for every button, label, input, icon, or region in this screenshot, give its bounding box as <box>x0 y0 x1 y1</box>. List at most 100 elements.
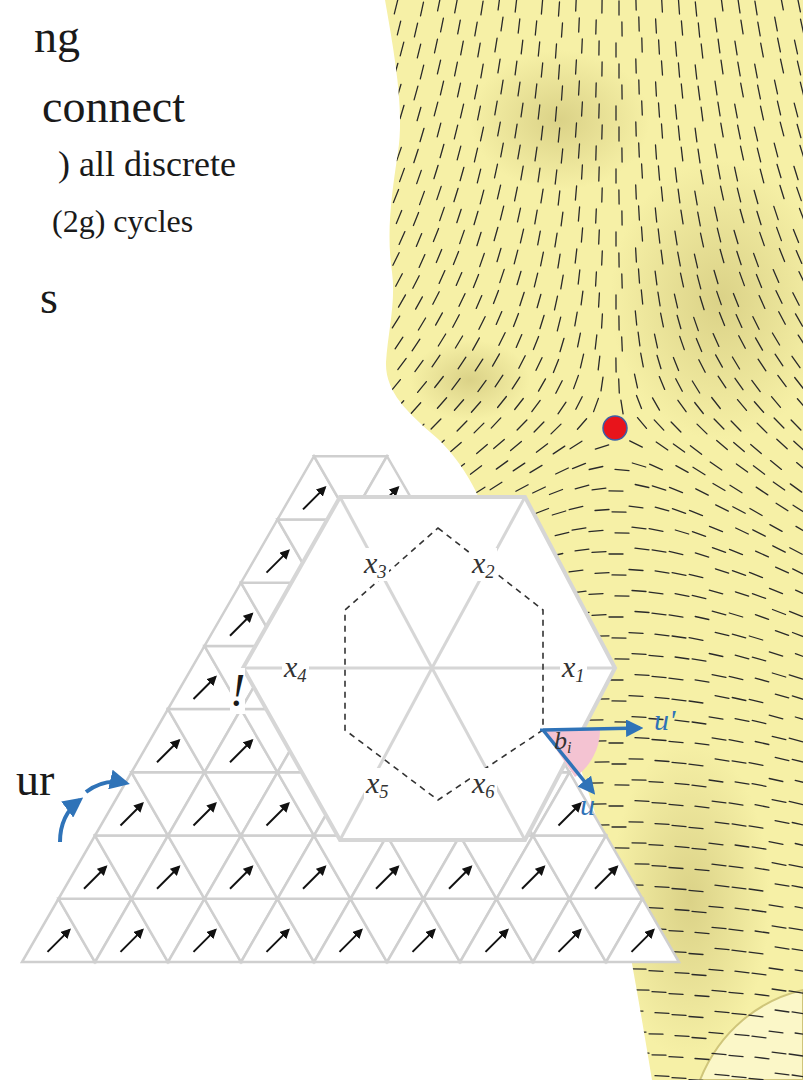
field-dash <box>740 209 744 222</box>
field-dash <box>662 61 663 75</box>
field-dash <box>455 0 458 13</box>
field-dash <box>495 375 503 387</box>
direction-arrow <box>157 867 179 889</box>
field-dash <box>472 1057 486 1058</box>
field-dash <box>752 784 766 787</box>
field-dash <box>695 553 708 557</box>
field-dash <box>655 823 669 825</box>
field-dash <box>769 842 783 845</box>
field-dash <box>618 1 619 15</box>
field-dash <box>713 484 725 491</box>
field-dash <box>792 823 803 826</box>
direction-arrow <box>376 867 398 889</box>
field-dash <box>775 821 789 824</box>
slide-text: connect <box>42 84 185 130</box>
field-dash <box>609 553 623 554</box>
field-dash <box>672 1014 686 1016</box>
field-dash <box>780 122 784 136</box>
field-dash <box>575 485 589 489</box>
field-dash <box>396 211 401 224</box>
field-dash <box>755 678 769 682</box>
field-dash <box>460 167 464 180</box>
direction-arrow <box>194 804 216 826</box>
field-dash <box>695 996 709 997</box>
field-dash <box>536 509 549 514</box>
field-dash <box>412 995 426 997</box>
field-dash <box>698 149 700 163</box>
field-dash <box>712 675 726 678</box>
field-dash <box>374 103 378 116</box>
field-dash <box>695 2 696 16</box>
field-dash <box>453 315 460 327</box>
field-dash <box>695 128 697 142</box>
field-dash <box>736 528 749 534</box>
field-dash <box>729 803 743 805</box>
field-dash <box>372 293 379 305</box>
field-dash <box>641 353 644 367</box>
field-dash <box>394 0 397 14</box>
field-dash <box>635 311 636 325</box>
field-dash <box>497 248 501 261</box>
field-dash <box>375 378 384 389</box>
field-dash <box>772 397 781 408</box>
direction-arrow <box>194 930 216 952</box>
field-dash <box>675 168 677 182</box>
field-dash <box>789 675 802 679</box>
field-dash <box>655 886 669 888</box>
field-dash <box>452 971 466 973</box>
field-dash <box>559 65 560 79</box>
field-dash <box>773 482 784 490</box>
field-dash <box>750 572 763 577</box>
field-dash <box>632 968 646 970</box>
field-dash <box>792 356 800 367</box>
field-dash <box>672 762 686 763</box>
field-dash <box>779 312 786 324</box>
field-dash <box>494 227 498 240</box>
field-dash <box>672 573 686 576</box>
field-dash <box>635 485 649 488</box>
field-dash <box>389 1077 403 1079</box>
field-dash <box>555 233 557 247</box>
field-dash <box>397 84 401 97</box>
field-dash <box>775 1010 789 1012</box>
field-dash <box>777 101 780 115</box>
field-dash <box>454 125 457 139</box>
field-dash <box>529 1036 543 1037</box>
field-dash <box>378 335 386 347</box>
field-dash <box>521 166 523 180</box>
rotation-arrow <box>86 782 126 792</box>
field-dash <box>792 949 803 951</box>
field-dash <box>735 378 743 389</box>
field-dash <box>601 125 603 139</box>
field-dash <box>539 379 546 391</box>
field-dash <box>669 1056 683 1058</box>
field-dash <box>389 1014 403 1016</box>
field-dash <box>772 800 786 803</box>
field-dash <box>499 333 505 346</box>
field-dash <box>415 360 423 371</box>
field-dash <box>776 567 789 573</box>
field-dash <box>795 780 803 783</box>
field-dash <box>779 249 784 262</box>
field-dash <box>778 375 786 386</box>
field-dash <box>694 254 697 268</box>
field-dash <box>656 145 657 159</box>
field-dash <box>676 466 688 473</box>
field-dash <box>380 82 384 95</box>
field-dash <box>697 424 707 434</box>
field-dash <box>435 377 444 388</box>
field-dash <box>679 0 680 14</box>
field-dash <box>572 528 586 530</box>
field-dash <box>681 147 683 161</box>
field-dash <box>509 1012 523 1013</box>
field-dash <box>420 128 424 141</box>
field-dash <box>541 0 542 14</box>
field-dash <box>481 64 483 78</box>
field-dash <box>689 638 703 641</box>
field-dash <box>380 145 385 158</box>
field-dash <box>729 740 743 743</box>
field-dash <box>595 209 597 223</box>
field-dash <box>632 1031 646 1032</box>
field-dash <box>749 952 763 954</box>
field-dash <box>420 65 423 79</box>
